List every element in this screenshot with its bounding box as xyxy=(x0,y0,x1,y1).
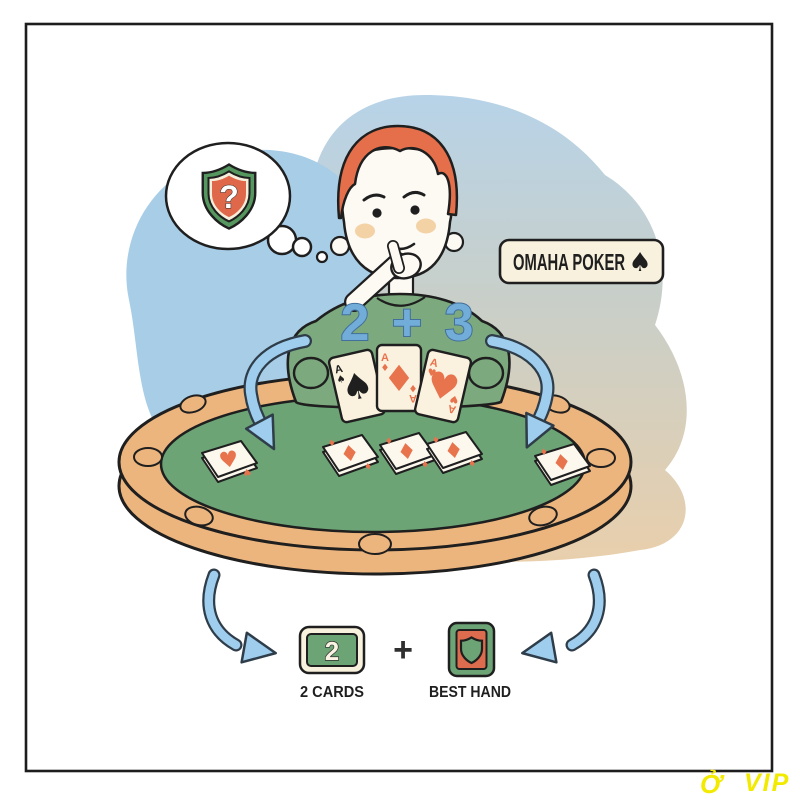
eyebrow-right xyxy=(402,190,426,199)
card-suit-corner: ♥ xyxy=(426,367,437,380)
eye-left xyxy=(372,208,382,218)
card-suit-corner: ♦ xyxy=(467,456,477,467)
best-hand-chip xyxy=(447,621,496,678)
card-rank: A xyxy=(409,392,417,404)
title-badge: OMAHA POKER ♠ xyxy=(498,238,665,285)
card-suit-center: ♦ xyxy=(442,438,465,466)
card-rank: A xyxy=(381,352,389,364)
card-suit-corner: ♥ xyxy=(242,465,252,476)
card-suit-corner: ♦ xyxy=(363,459,373,470)
title-badge-text: OMAHA POKER xyxy=(513,249,625,275)
card-suit-center: ♦ xyxy=(395,439,418,467)
equation-text: 2 + 3 xyxy=(340,294,477,352)
summary-arrow-right xyxy=(521,568,606,664)
summary-section: 2 + 2 CARDS BEST HAND xyxy=(202,568,606,701)
deal-arrows xyxy=(243,334,555,451)
cup-holder xyxy=(184,505,214,527)
eye-right xyxy=(410,205,420,215)
collar-line xyxy=(376,296,426,307)
card-suit-corner: ♠ xyxy=(336,374,347,387)
cheek-left xyxy=(355,223,375,239)
hole-cards-fan: ♠ A ♠ ♦ A ♦ A ♦ ♥ A ♥ A ♥ xyxy=(327,343,473,424)
hole-cards-label: 2 CARDS xyxy=(300,684,364,701)
cup-holder xyxy=(528,505,558,527)
thought-bubble-dot-small xyxy=(315,250,329,264)
card-suit-corner: ♥ xyxy=(449,392,460,405)
card-suit-corner: ♦ xyxy=(381,363,390,374)
community-cards: ♦ ♦ ♦ ♦ ♦ ♦ ♦ ♦ ♦ xyxy=(322,431,483,477)
title-badge-box xyxy=(498,238,665,285)
eyebrow-left xyxy=(362,193,386,202)
deal-arrow-right xyxy=(485,334,555,449)
shield-icon xyxy=(461,637,482,663)
card-suit-center: ♦ xyxy=(550,450,573,478)
watermark-icon: Ở xyxy=(700,769,725,799)
cup-holder xyxy=(179,394,207,414)
deal-arrow-left xyxy=(243,334,312,451)
arrowhead-icon xyxy=(525,411,555,449)
watermark-label: VIP xyxy=(744,769,790,797)
cheek-right xyxy=(416,218,436,234)
card-corner-bottom: A ♥ xyxy=(447,392,460,415)
plus-sign: + xyxy=(393,631,413,669)
dealt-card-left: ♥ ♥ xyxy=(201,440,258,483)
thinking-hand xyxy=(344,240,422,312)
finger xyxy=(388,241,404,273)
summary-arrow-left xyxy=(202,568,277,664)
card-rank: A xyxy=(447,402,457,415)
card-suit-corner: ♦ xyxy=(431,435,441,446)
card-rank: A xyxy=(334,363,344,376)
hole-card-spade: ♠ A ♠ xyxy=(327,348,387,424)
cup-holder xyxy=(358,533,392,555)
hole-card-heart: ♥ A ♥ A ♥ xyxy=(413,348,473,424)
community-card: ♦ ♦ ♦ xyxy=(322,434,379,477)
thought-bubble-dot-large xyxy=(291,236,313,258)
hand-right xyxy=(467,356,505,390)
question-mark: ? xyxy=(219,179,239,215)
card-suit-corner: ♦ xyxy=(539,447,549,458)
player xyxy=(329,124,465,304)
card-suit-center: ♦ xyxy=(383,359,415,400)
hole-cards-chip: 2 xyxy=(298,625,366,675)
card-suit-center: ♦ xyxy=(338,441,361,469)
card-suit-corner: ♦ xyxy=(327,438,337,449)
cup-holder xyxy=(133,447,163,467)
arrowhead-icon xyxy=(521,631,558,664)
arrowhead-icon xyxy=(240,631,277,664)
card-suit-corner: ♦ xyxy=(384,436,394,447)
border-frame xyxy=(24,22,774,773)
card-rank: A xyxy=(429,357,439,370)
hole-cards-value: 2 xyxy=(325,636,339,666)
hand-left xyxy=(292,356,330,390)
card-suit-center: ♥ xyxy=(217,447,240,475)
card-suit-corner: ♦ xyxy=(409,382,418,393)
community-card: ♦ ♦ ♦ xyxy=(379,432,436,475)
spade-icon: ♠ xyxy=(628,248,651,278)
hair xyxy=(336,124,459,220)
arrowhead-icon xyxy=(244,413,276,451)
watermark: Ở VIP xyxy=(700,769,790,799)
thought-bubble: ? xyxy=(164,141,329,264)
community-card: ♦ ♦ ♦ xyxy=(426,431,483,474)
question-shield-icon: ? xyxy=(203,165,256,229)
best-hand-label: BEST HAND xyxy=(429,684,511,701)
dealt-card-right: ♦ ♦ xyxy=(534,443,591,486)
card-corner-bottom: A ♦ xyxy=(409,382,418,404)
hole-card-diamond: ♦ A ♦ A ♦ xyxy=(375,343,423,413)
card-suit-corner: ♦ xyxy=(420,457,430,468)
cup-holder xyxy=(586,448,616,468)
